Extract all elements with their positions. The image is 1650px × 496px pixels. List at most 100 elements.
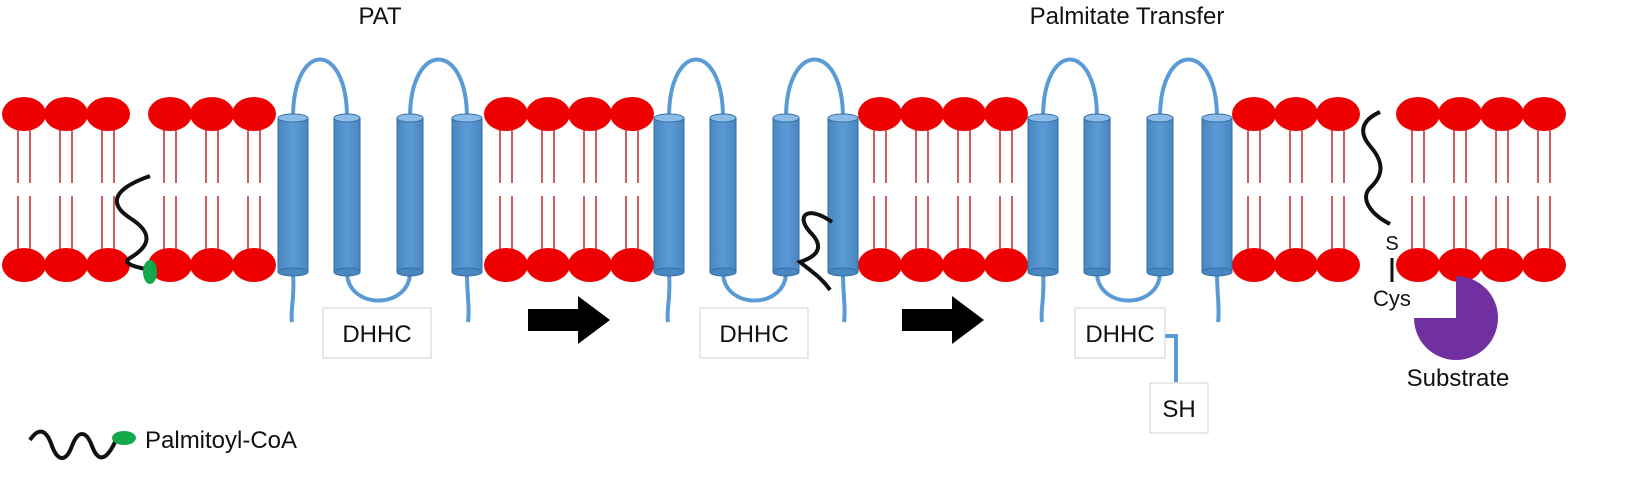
c-terminus [841, 271, 847, 323]
transmembrane-helix [1146, 113, 1174, 277]
lipid-head [858, 97, 902, 131]
n-terminus [665, 271, 672, 323]
lipid-head [942, 248, 986, 282]
n-terminus [289, 271, 296, 323]
transmembrane-helix [709, 113, 737, 277]
lipid-head [1274, 248, 1318, 282]
legend-coa-icon [112, 431, 136, 445]
legend-palmitoyl-coa-label: Palmitoyl-CoA [145, 427, 297, 454]
palmitate-chain [114, 174, 151, 272]
lipid-head [900, 248, 944, 282]
substrate-label: Substrate [1407, 365, 1510, 392]
lipid-head [190, 97, 234, 131]
dhhc-label: DHHC [719, 321, 788, 348]
dhhc-box [1074, 307, 1166, 359]
transmembrane-helix [333, 113, 361, 277]
lipid-head [568, 248, 612, 282]
lipid-head [610, 248, 654, 282]
legend-palmitate-icon [28, 429, 118, 460]
lipid-head [232, 97, 276, 131]
lipid-head [984, 248, 1028, 282]
dhhc-label: DHHC [342, 321, 411, 348]
lipid-head [1232, 248, 1276, 282]
c-terminus [1215, 271, 1221, 323]
transmembrane-helix [1201, 113, 1233, 277]
palmitoylated-substrate [1361, 110, 1498, 360]
lipid-head [484, 248, 528, 282]
lipid-head [1396, 97, 1440, 131]
transmembrane-helix [277, 113, 309, 277]
cytoplasmic-loop [345, 271, 412, 303]
extracellular-loop [784, 57, 845, 119]
thiol-linker [1163, 334, 1178, 382]
lipid-head [526, 97, 570, 131]
lipid-head [1522, 97, 1566, 131]
extracellular-loop [667, 57, 725, 119]
n-terminus [1039, 271, 1046, 323]
lipid-head [858, 248, 902, 282]
palmitate-transfer-label: Palmitate Transfer [1030, 3, 1225, 30]
process-arrows [528, 296, 984, 344]
lipid-head [1480, 248, 1524, 282]
lipid-head [86, 97, 130, 131]
lipid-head [942, 97, 986, 131]
lipid-bilayer [2, 97, 1566, 282]
lipid-head [484, 97, 528, 131]
transmembrane-helix [772, 113, 800, 277]
lipid-head [568, 97, 612, 131]
cys-label: Cys [1373, 286, 1411, 311]
coa-ellipse [143, 260, 157, 284]
lipid-head [1438, 248, 1482, 282]
lipid-head [2, 248, 46, 282]
transmembrane-helix [1083, 113, 1111, 277]
palmitoyl-coa-in-membrane [114, 174, 157, 284]
transmembrane-helices [277, 113, 1233, 277]
lipid-head [232, 248, 276, 282]
palmitate-chain-substrate [1361, 110, 1391, 226]
lipid-head [526, 248, 570, 282]
palmitate-chain-bound [795, 211, 834, 292]
s-label: S [1385, 233, 1398, 255]
lipid-head [44, 97, 88, 131]
lipid-head [190, 248, 234, 282]
label-boxes [322, 307, 1209, 434]
lipid-head [86, 248, 130, 282]
lipid-head [1522, 248, 1566, 282]
lipid-head [1274, 97, 1318, 131]
lipid-head [1316, 248, 1360, 282]
transmembrane-helix [1027, 113, 1059, 277]
extracellular-loop [1041, 57, 1099, 119]
lipid-head [1480, 97, 1524, 131]
lipid-head [44, 248, 88, 282]
lipid-head [2, 97, 46, 131]
pat-loops [289, 57, 1221, 323]
lipid-head [1396, 248, 1440, 282]
sh-label: SH [1162, 396, 1195, 423]
dhhc-box [322, 307, 432, 359]
lipid-head [610, 97, 654, 131]
transmembrane-helix [827, 113, 859, 277]
lipid-head [900, 97, 944, 131]
transmembrane-helix [451, 113, 483, 277]
process-arrow [902, 296, 984, 344]
cytoplasmic-loop [1095, 271, 1162, 303]
lipid-head [984, 97, 1028, 131]
extracellular-loop [1158, 57, 1219, 119]
lipid-head [148, 248, 192, 282]
lipid-head [1438, 97, 1482, 131]
lipid-head [1316, 97, 1360, 131]
dhhc-label: DHHC [1085, 321, 1154, 348]
legend: Palmitoyl-CoA [28, 427, 297, 460]
lipid-head [148, 97, 192, 131]
cytoplasmic-loop [721, 271, 788, 303]
substrate-pacman [1414, 276, 1498, 360]
extracellular-loop [291, 57, 349, 119]
dhhc-box [699, 307, 809, 359]
c-terminus [465, 271, 471, 323]
extracellular-loop [408, 57, 469, 119]
transmembrane-helix [653, 113, 685, 277]
transmembrane-helix [396, 113, 424, 277]
pat-label: PAT [358, 3, 401, 30]
sh-box [1149, 382, 1209, 434]
